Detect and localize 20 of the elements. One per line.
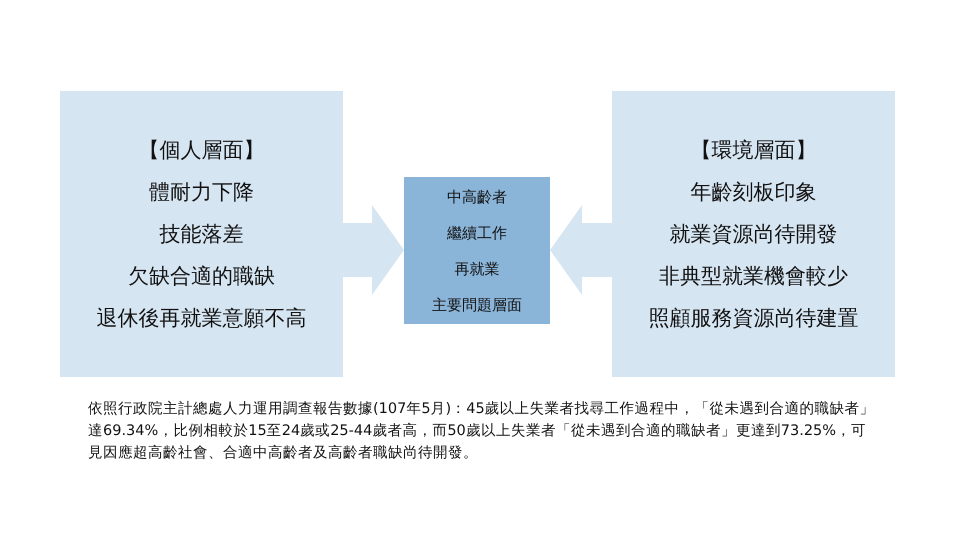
block-arrow <box>550 205 612 295</box>
panel-box <box>60 91 343 377</box>
caption-text: 依照行政院主計總處人力運用調查報告數據(107年5月)：45歲以上失業者找尋工作過程中，「從未遇到合適的職缺者」達69.34%，比例相較於15至24歲或25-44歲者高，而50歲以上失業者「從未遇到合適的職缺者」更達到73.25%，可見因應超高齡社會、合適中高齡者及高齡者職缺尚待開發。 <box>88 400 876 463</box>
item-text: 主要問題層面 <box>432 294 522 316</box>
item-text: 技能落差 <box>160 221 244 248</box>
item-text: 體耐力下降 <box>149 179 254 206</box>
item-text: 欠缺合適的職缺 <box>128 263 275 290</box>
item-text: 繼續工作 <box>447 222 507 244</box>
item-text: 中高齡者 <box>447 186 507 208</box>
center-box <box>404 177 550 324</box>
item-text: 非典型就業機會較少 <box>659 263 848 290</box>
item-text: 退休後再就業意願不高 <box>96 305 306 332</box>
panel-box <box>612 91 895 377</box>
item-text: 照顧服務資源尚待建置 <box>648 305 858 332</box>
item-text: 年齡刻板印象 <box>690 179 816 206</box>
block-arrow <box>343 205 404 295</box>
item-text: 再就業 <box>454 258 500 280</box>
item-text: 就業資源尚待開發 <box>670 221 838 248</box>
heading-text: 【個人層面】 <box>138 137 264 164</box>
heading-text: 【環境層面】 <box>690 137 816 164</box>
